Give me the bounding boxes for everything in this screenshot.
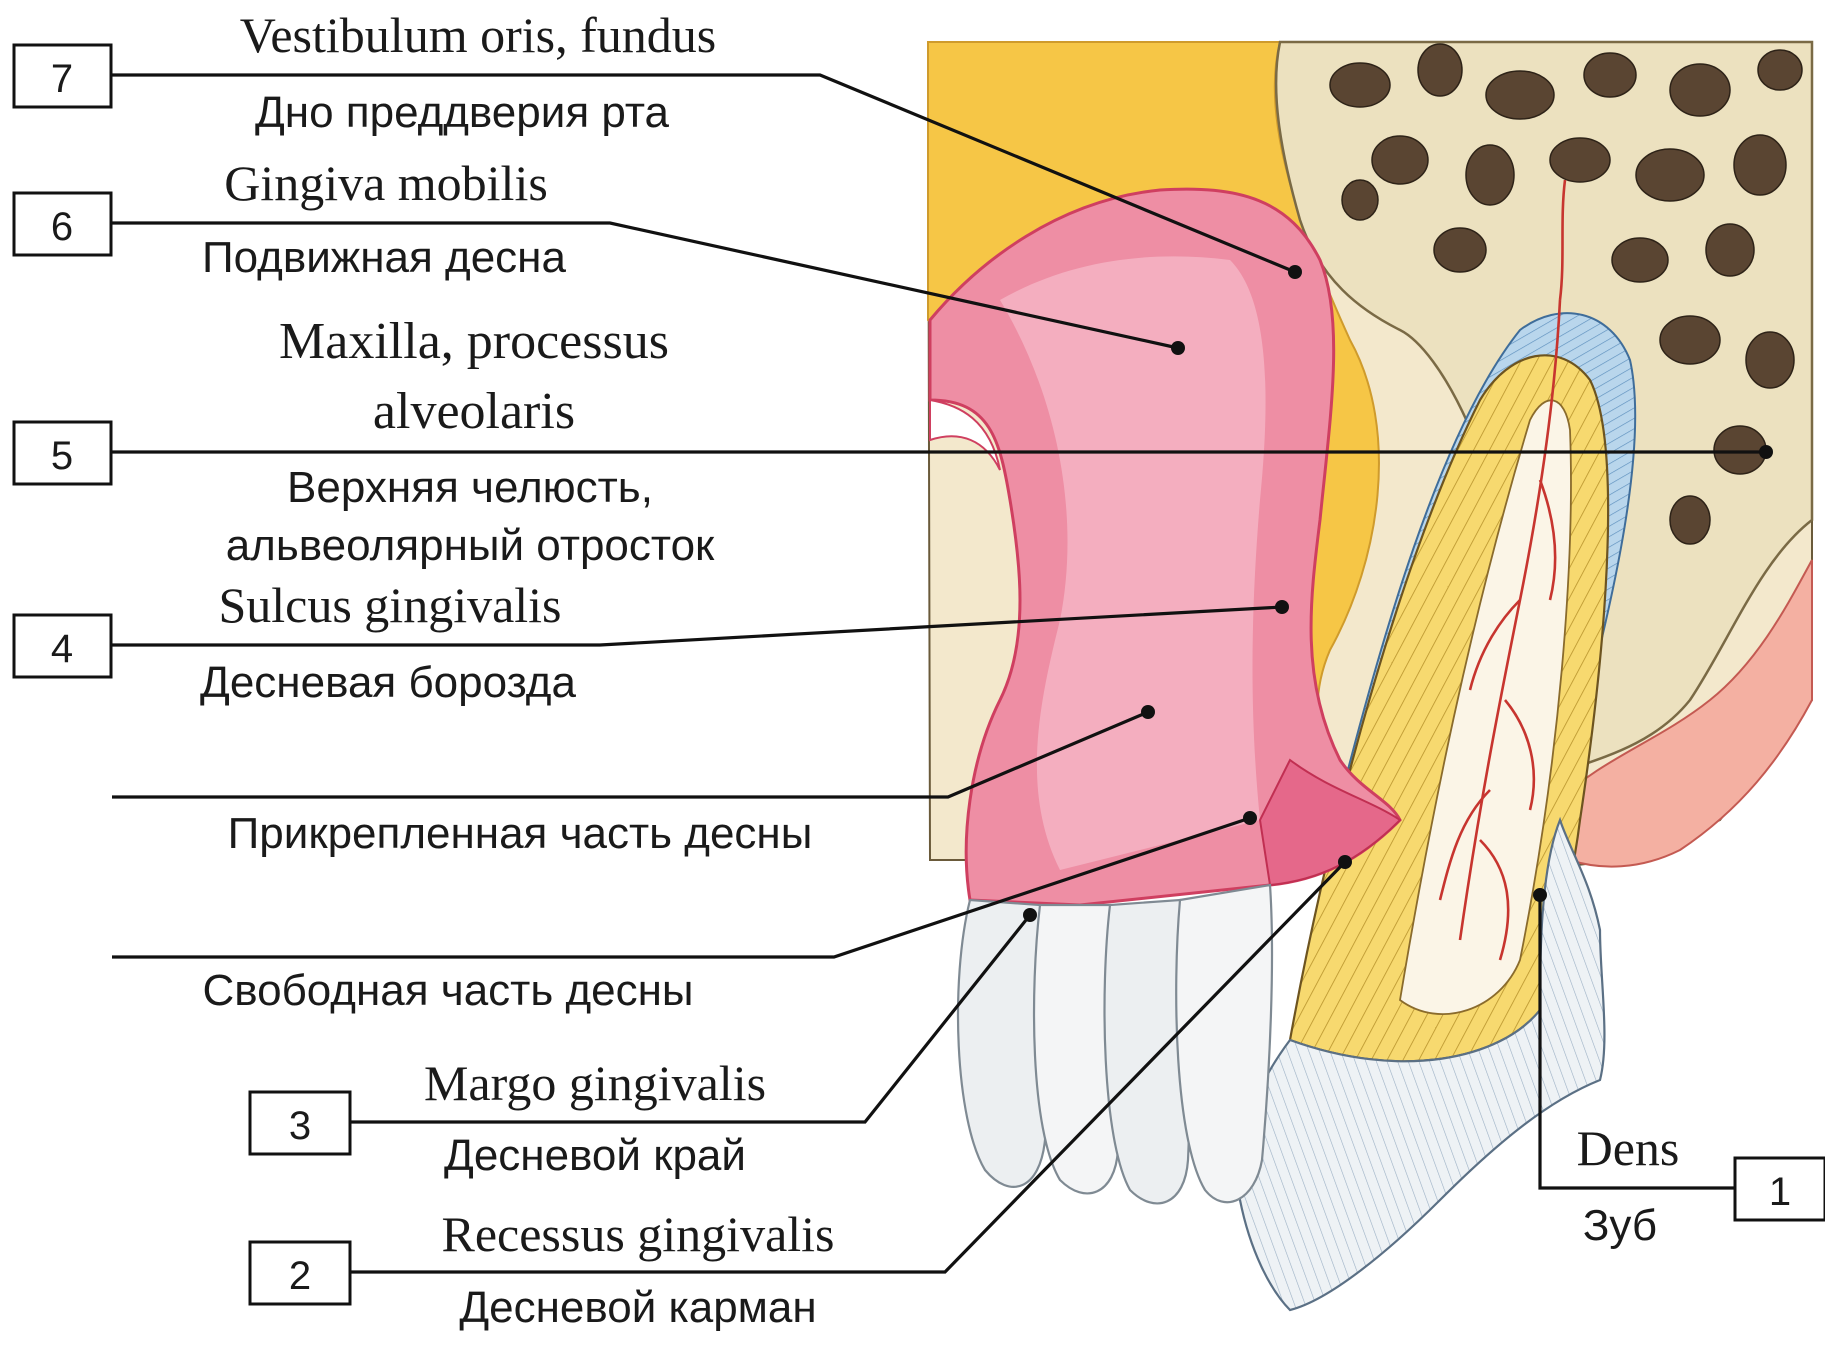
latin-label-1: Dens (1577, 1120, 1680, 1176)
pointer-3 (1023, 908, 1037, 922)
latin-label-5-line1: Maxilla, processus (279, 313, 669, 370)
label-box-7: 7 (14, 45, 111, 107)
russian-label-6: Подвижная десна (202, 233, 566, 282)
pointer-free-gingiva (1243, 811, 1257, 825)
front-tooth-crowns (958, 885, 1272, 1203)
russian-label-5-line1: Верхняя челюсть, (287, 463, 653, 512)
latin-label-5-line2: alveolaris (373, 383, 575, 440)
russian-label-7: Дно преддверия рта (255, 88, 670, 137)
label-box-5: 5 (14, 422, 111, 484)
label-box-6: 6 (14, 193, 111, 255)
russian-label-2: Десневой карман (459, 1283, 816, 1332)
illustration (928, 42, 1812, 1310)
latin-label-4: Sulcus gingivalis (218, 577, 561, 633)
label-number-4: 4 (51, 627, 73, 671)
pointer-5 (1759, 445, 1773, 459)
latin-label-2: Recessus gingivalis (441, 1206, 834, 1262)
label-box-3: 3 (250, 1092, 350, 1154)
pointer-7 (1288, 265, 1302, 279)
label-box-2: 2 (250, 1242, 350, 1304)
russian-label-free-gingiva: Свободная часть десны (202, 966, 693, 1015)
russian-label-4: Десневая борозда (200, 658, 576, 707)
latin-label-7: Vestibulum oris, fundus (240, 7, 716, 63)
russian-label-3: Десневой край (444, 1131, 746, 1180)
pointer-6 (1171, 341, 1185, 355)
pointer-attached-gingiva (1141, 705, 1155, 719)
russian-label-1: Зуб (1583, 1201, 1657, 1250)
label-number-1: 1 (1769, 1170, 1791, 1214)
label-number-3: 3 (289, 1104, 311, 1148)
latin-label-6: Gingiva mobilis (224, 155, 548, 211)
label-number-7: 7 (51, 57, 73, 101)
pointer-4 (1275, 600, 1289, 614)
russian-label-attached-gingiva: Прикрепленная часть десны (228, 809, 813, 858)
pointer-1 (1533, 888, 1547, 902)
pointer-2 (1338, 855, 1352, 869)
russian-label-5-line2: альвеолярный отросток (226, 521, 715, 570)
label-box-4: 4 (14, 615, 111, 677)
label-number-6: 6 (51, 205, 73, 249)
label-number-5: 5 (51, 434, 73, 478)
label-box-1: 1 (1735, 1158, 1825, 1220)
label-number-2: 2 (289, 1254, 311, 1298)
latin-label-3: Margo gingivalis (424, 1055, 766, 1111)
